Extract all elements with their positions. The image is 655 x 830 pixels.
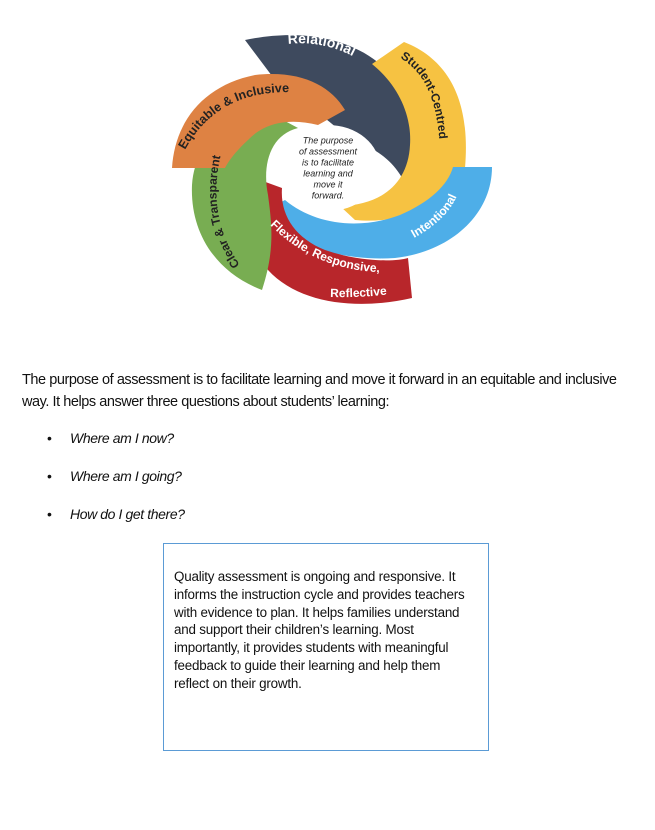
question-text: Where am I now?	[70, 430, 174, 446]
question-text: How do I get there?	[70, 506, 185, 522]
center-text-line: learning and	[303, 169, 354, 179]
segment-intentional	[262, 167, 492, 259]
segment-student-centred	[340, 42, 466, 221]
center-circle	[276, 125, 380, 211]
intro-paragraph: The purpose of assessment is to facilita…	[22, 372, 617, 410]
center-text-line: forward.	[312, 191, 345, 201]
center-text-line: move it	[313, 180, 343, 190]
segment-label-flexible-line2: Reflective	[330, 284, 388, 301]
segment-flexible	[250, 180, 412, 304]
quality-assessment-callout: Quality assessment is ongoing and respon…	[163, 543, 489, 751]
callout-text: Quality assessment is ongoing and respon…	[174, 569, 465, 691]
bullet-icon: •	[47, 430, 52, 446]
question-text: Where am I going?	[70, 468, 182, 484]
segment-equitable-inclusive	[172, 74, 345, 168]
center-text-line: is to facilitate	[302, 158, 354, 168]
center-text-line: of assessment	[299, 147, 358, 157]
bullet-icon: •	[47, 468, 52, 484]
bullet-icon: •	[47, 506, 52, 522]
center-text-line: The purpose	[303, 136, 354, 146]
